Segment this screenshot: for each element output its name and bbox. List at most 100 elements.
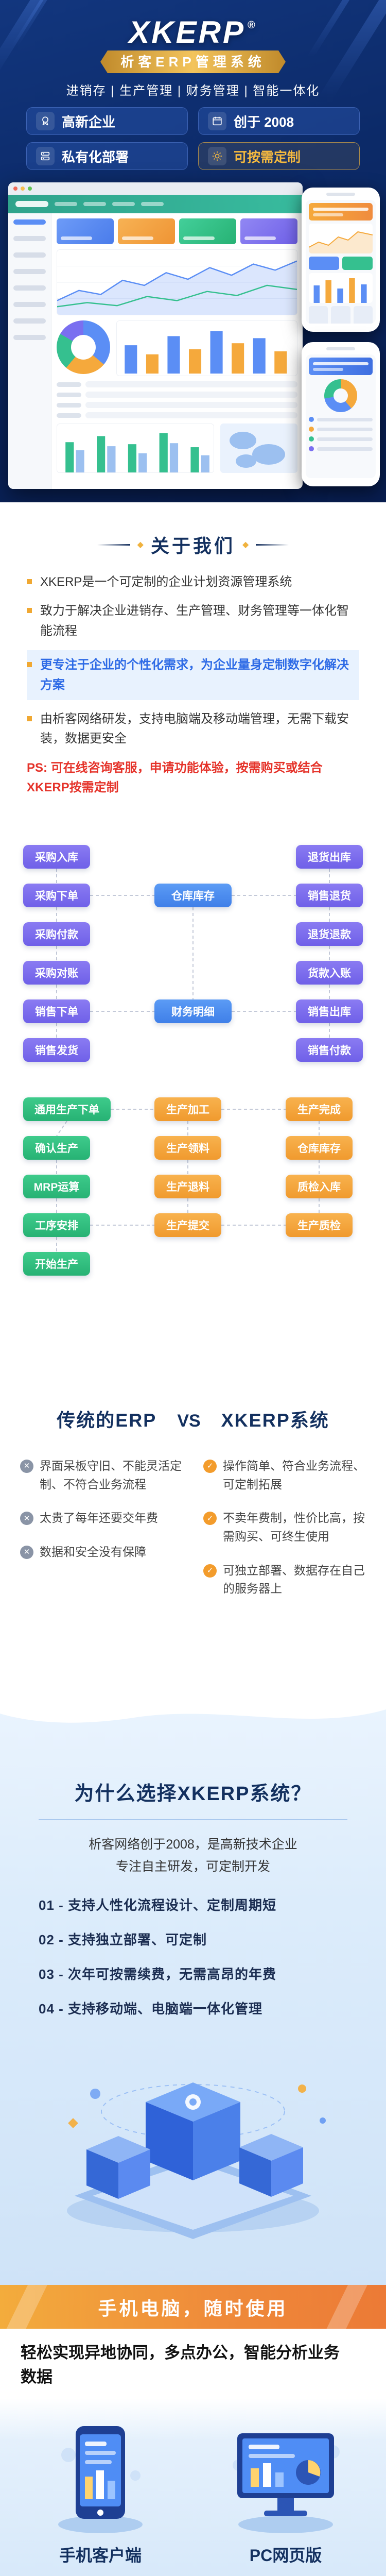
isometric-illustration	[0, 2033, 386, 2247]
flowchart-section: 采购入库采购下单采购付款采购对账销售下单销售发货仓库库存财务明细退货出库销售退货…	[0, 804, 386, 1370]
versus-item: ✓ 操作简单、符合业务流程、可定制拓展	[203, 1457, 366, 1494]
sidebar-menu-stub	[13, 219, 46, 225]
mobile-client-title: 手机客户端	[59, 2546, 142, 2565]
flow-node-qc-in: 质检入库	[286, 1175, 353, 1198]
feature-badge-label: 可按需定制	[234, 149, 301, 165]
phone-line-chart	[309, 224, 373, 253]
flow-node-pc: 生产完成	[286, 1097, 353, 1121]
server-icon	[36, 147, 55, 165]
product-name-ribbon: 析客ERP管理系统	[100, 50, 286, 73]
why-item: 02 - 支持独立部署、可定制	[39, 1932, 207, 1947]
brand-logo-row: XKERP®	[0, 0, 386, 49]
xkerp-column: ✓ 操作简单、符合业务流程、可定制拓展 ✓ 不卖年费制，性价比高，按需购买、可终…	[203, 1457, 366, 1614]
column-chart	[116, 320, 297, 376]
stat-card	[118, 218, 175, 244]
flow-node-xs-order: 销售下单	[23, 999, 90, 1023]
flow-node-prod-order: 通用生产下单	[23, 1097, 111, 1121]
window-dot	[21, 187, 25, 191]
dashboard-sidebar	[8, 213, 51, 489]
feature-badge-customizable: 可按需定制	[198, 142, 360, 170]
stat-card	[179, 218, 236, 244]
about-item: 由析客网络研发，支持电脑端及移动端管理，无需下载安装，数据更安全	[27, 709, 359, 749]
about-item: 致力于解决企业进销存、生产管理、财务管理等一体化智能流程	[27, 601, 359, 641]
flow-node-start: 开始生产	[23, 1252, 90, 1276]
about-list: XKERP是一个可定制的企业计划资源管理系统 致力于解决企业进销存、生产管理、财…	[27, 572, 359, 749]
why-item: 04 - 支持移动端、电脑端一体化管理	[39, 2001, 263, 2016]
mobile-client-column: 手机客户端 业务员手机随时随地开单，轻松管理客户；销售行为一目了然	[14, 2417, 186, 2576]
why-desc-line: 析客网络创于2008，是高新技术企业	[89, 1837, 297, 1852]
versus-title-left: 传统的ERP	[57, 1410, 157, 1431]
versus-item: ✕ 数据和安全没有保障	[20, 1543, 183, 1562]
feature-badge-label: 私有化部署	[62, 149, 129, 165]
mobile-client-desc: 业务员手机随时随地开单，轻松管理客户；销售行为一目了然	[14, 2573, 186, 2576]
donut-chart	[57, 320, 110, 374]
why-section: 为什么选择XKERP系统？ 析客网络创于2008，是高新技术企业 专注自主研发，…	[0, 1700, 386, 2285]
versus-section: 传统的ERP VS XKERP系统 ✕ 界面呆板守旧、不能灵活定制、不符合业务流…	[0, 1370, 386, 1700]
flow-node-mrp: MRP运算	[23, 1175, 90, 1198]
phone-list-row	[309, 446, 373, 451]
flow-node-cg-acct: 采购对账	[23, 961, 90, 985]
why-item: 01 - 支持人性化流程设计、定制周期短	[39, 1897, 277, 1913]
versus-item-text: 数据和安全没有保障	[40, 1545, 146, 1558]
about-item: XKERP是一个可定制的企业计划资源管理系统	[27, 572, 359, 592]
banner-subtitle-section: 轻松实现异地协同，多点办公，智能分析业务数据	[0, 2329, 386, 2398]
flow-node-xs-out: 销售出库	[296, 999, 363, 1023]
phone-bar-chart	[309, 273, 373, 303]
feature-badge-private-deploy: 私有化部署	[26, 142, 188, 170]
versus-item-text: 界面呆板守旧、不能灵活定制、不符合业务流程	[40, 1459, 182, 1491]
versus-title-right: XKERP系统	[221, 1410, 329, 1431]
hero-tagline: 进销存 | 生产管理 | 财务管理 | 智能一体化	[66, 84, 320, 98]
window-dot	[28, 187, 32, 191]
flow-node-fin: 财务明细	[154, 999, 232, 1023]
dashboard-nav-stub	[55, 202, 77, 206]
versus-item: ✓ 可独立部署、数据存在自己的服务器上	[203, 1562, 366, 1598]
cross-icon: ✕	[20, 1512, 33, 1526]
feature-badge-founded: 创于 2008	[198, 107, 360, 135]
flow-node-cg-order: 采购下单	[23, 884, 90, 907]
flow-node-pl: 生产领料	[154, 1136, 221, 1160]
feature-badge-label: 高新企业	[62, 114, 116, 130]
banner-subtitle: 轻松实现异地协同，多点办公，智能分析业务数据	[21, 2344, 340, 2386]
dashboard-nav-stub	[112, 202, 135, 206]
pc-client-desc: 采购销售轻松管理生意；多报表分析业务数据	[200, 2573, 372, 2576]
flow-node-qc: 生产质检	[286, 1213, 353, 1237]
phone-donut-chart	[324, 379, 357, 412]
title-line-right	[256, 544, 289, 546]
versus-vs-label: VS	[177, 1411, 201, 1431]
title-line-left	[97, 544, 130, 546]
dashboard-bottom-row	[57, 423, 297, 473]
flowchart-connectors	[56, 869, 330, 1252]
versus-item: ✕ 界面呆板守旧、不能灵活定制、不符合业务流程	[20, 1457, 183, 1494]
medal-icon	[36, 112, 55, 130]
phone-list-row	[309, 436, 373, 442]
phone-tiles	[309, 306, 373, 324]
sidebar-menu-stub	[13, 335, 46, 340]
phone-list-row	[309, 417, 373, 422]
why-title: 为什么选择XKERP系统？	[74, 1783, 312, 1805]
diamond-icon: ◆	[242, 540, 249, 549]
dashboard-body	[8, 213, 303, 489]
cross-icon: ✕	[20, 1545, 33, 1559]
dashboard-nav-bar	[8, 195, 303, 213]
monitor-illustration	[200, 2417, 372, 2536]
flow-node-cg-pay: 采购付款	[23, 922, 90, 946]
why-desc-line: 专注自主研发，可定制开发	[115, 1859, 270, 1874]
area-chart	[57, 249, 297, 315]
flow-node-prod-confirm: 确认生产	[23, 1136, 90, 1160]
calendar-icon	[208, 112, 226, 130]
feature-badge-label: 创于 2008	[234, 114, 294, 130]
flow-node-xs-return: 销售退货	[296, 884, 363, 907]
phone-header	[309, 203, 373, 221]
stat-card	[240, 218, 297, 244]
grouped-bar-chart	[57, 423, 214, 473]
decor-stripe	[4, 2285, 49, 2329]
banner-title: 手机电脑，随时使用	[98, 2297, 288, 2319]
about-title: 关于我们	[150, 535, 235, 556]
ps-note: PS: 可在线咨询客服，申请功能体验，按需购买或结合XKERP按需定制	[27, 760, 323, 795]
flow-node-gx: 工序安排	[23, 1213, 90, 1237]
hbar-chart	[57, 381, 297, 418]
phone-stat-chips	[309, 257, 373, 270]
phone-mockup-top	[302, 188, 380, 332]
flow-node-th-refund: 退货退款	[296, 922, 363, 946]
